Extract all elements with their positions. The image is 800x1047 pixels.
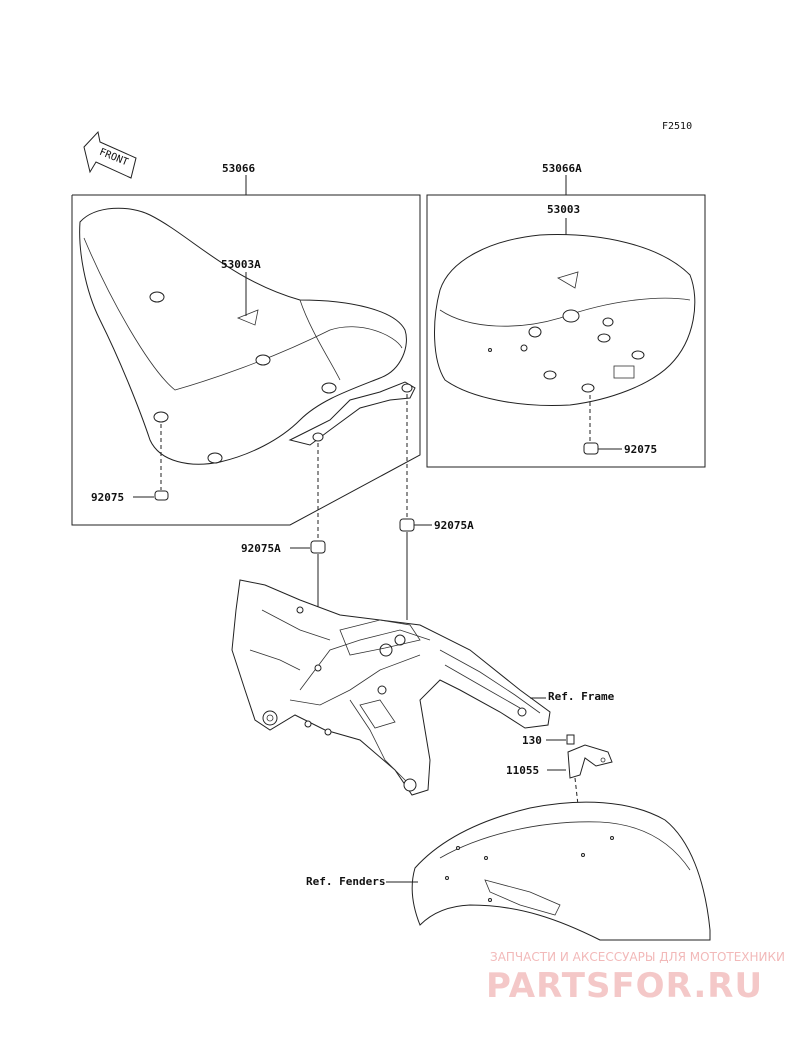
label-11055: 11055 (506, 764, 539, 777)
watermark-tagline: ЗАПЧАСТИ И АКСЕССУАРЫ ДЛЯ МОТОТЕХНИКИ (490, 950, 785, 964)
fender-drawing (411, 801, 711, 941)
label-ref-fenders: Ref. Fenders (306, 875, 385, 888)
front-arrow-icon: FRONT (83, 130, 137, 179)
label-92075A-left: 92075A (241, 542, 281, 555)
damper-left (154, 490, 169, 501)
label-92075-right: 92075 (624, 443, 657, 456)
seat-box-left (71, 175, 421, 526)
seat-right-drawing (434, 234, 696, 406)
label-53003A: 53003A (221, 258, 261, 271)
label-53066: 53066 (222, 162, 255, 175)
label-53003: 53003 (547, 203, 580, 216)
label-130: 130 (522, 734, 542, 747)
damper-a-right (399, 518, 415, 532)
label-ref-frame: Ref. Frame (548, 690, 615, 703)
label-92075A-right: 92075A (434, 519, 474, 532)
bracket-11055 (567, 744, 613, 779)
frame-drawing (231, 579, 551, 796)
label-92075-left: 92075 (91, 491, 124, 504)
bolt-130 (566, 734, 575, 745)
figure-code: F2510 (662, 121, 692, 132)
seat-left-drawing (79, 207, 416, 465)
seat-box-right (426, 175, 706, 468)
watermark-brand: PARTSFOR.RU (486, 966, 763, 1006)
damper-right (583, 442, 599, 455)
damper-a-left (310, 540, 326, 554)
label-53066A: 53066A (542, 162, 582, 175)
